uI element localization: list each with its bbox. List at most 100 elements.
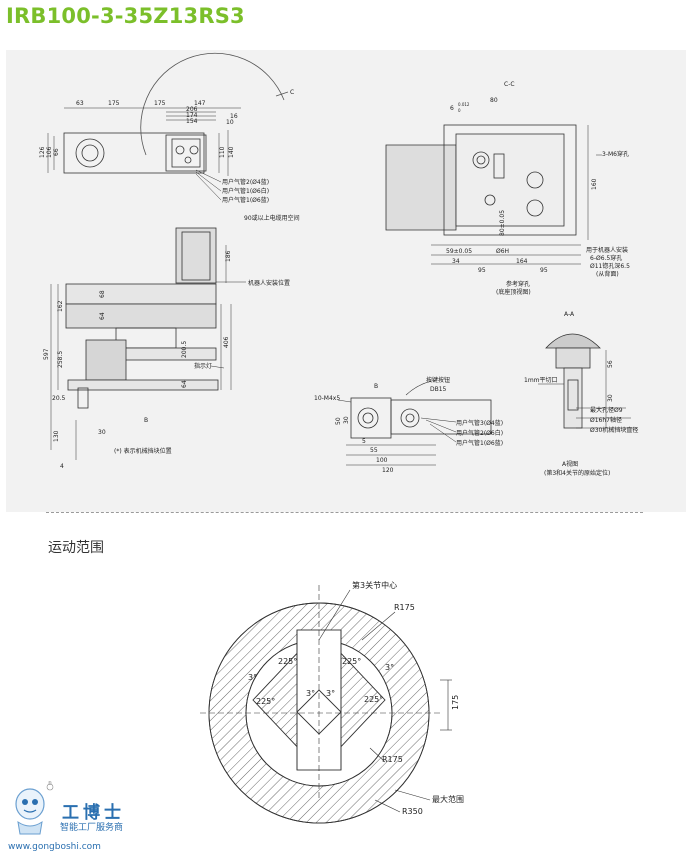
side-view — [50, 227, 246, 460]
base-dim-80: 80 — [490, 97, 498, 104]
angle-e: 3° — [306, 689, 315, 698]
mount-label: 机器人安装位置 — [248, 279, 290, 287]
side-dim-258: 258.5 — [57, 351, 64, 368]
base-dim-160: 160 — [591, 178, 598, 190]
top-dim-174: 174 — [186, 112, 198, 119]
logo-name: 工博士 — [62, 803, 125, 823]
flange-dim-30: 30 — [607, 394, 614, 402]
angle-f: 3° — [326, 689, 335, 698]
base-dim-34: 34 — [452, 258, 460, 265]
b-pipe-1: 用户气管1(Ø6蓝) — [456, 439, 503, 447]
base-view-label: C-C — [504, 81, 515, 88]
b-view — [337, 379, 492, 466]
logo-url: www.gongboshi.com — [8, 842, 101, 852]
top-dim-16: 16 — [230, 113, 238, 120]
b-screw: 10-M4x5 — [314, 395, 340, 402]
b-pipe-3: 用户气管3(Ø4蓝) — [456, 419, 503, 427]
install-note-3: Ø11锪孔深6.5 — [590, 262, 630, 270]
angle-b: 225° — [342, 657, 361, 666]
angle-c: 3° — [248, 673, 257, 682]
cable-space-note: 90或以上电缆用空间 — [244, 214, 300, 222]
b-view-label: B — [374, 383, 378, 390]
flange-dim-56: 56 — [607, 360, 614, 368]
top-dim-175a: 175 — [108, 100, 120, 107]
drawing-sheet: 63 175 175 147 206 174 154 16 10 126 106… — [6, 50, 686, 512]
b-dim-100: 100 — [376, 457, 388, 464]
side-dim-406: 406 — [223, 336, 230, 348]
base-dim-164: 164 — [516, 258, 528, 265]
side-dim-200: 200.5 — [181, 341, 188, 358]
top-view — [47, 52, 289, 201]
stopper-note: (*) 表示机械挡块位置 — [114, 447, 172, 455]
side-dim-162: 162 — [57, 300, 64, 312]
flange-note-1: 最大孔径Ø9 — [590, 406, 623, 414]
r350-label: R350 — [402, 807, 423, 816]
side-dim-30: 30 — [98, 429, 106, 436]
side-dim-186: 186 — [225, 250, 232, 262]
workspace-diagram — [200, 585, 452, 824]
lamp-label: 指示灯 — [194, 362, 212, 370]
section-divider — [46, 512, 643, 513]
section-title: 运动范围 — [48, 540, 104, 556]
top-dim-206: 206 — [186, 106, 198, 113]
workspace-svg: 第3关节中心 R175 R175 R350 最大范围 225° 225° 3° … — [200, 580, 464, 824]
top-dim-10: 10 — [226, 119, 234, 126]
base-view — [385, 124, 602, 265]
top-dim-126: 126 — [39, 146, 46, 158]
view-b-marker: B — [144, 417, 148, 424]
b-dim-50: 50 — [335, 417, 342, 425]
ref-hole-2: (底座顶视图) — [496, 288, 531, 296]
pipe-label-2: 用户气管1(Ø6白) — [222, 187, 269, 195]
mascot-head-icon — [15, 788, 45, 820]
b-dim-55: 55 — [370, 447, 378, 454]
pipe-label-3: 用户气管1(Ø6蓝) — [222, 196, 269, 204]
top-dim-106: 106 — [46, 146, 53, 158]
logo-slogan: 智能工厂服务商 — [60, 823, 124, 833]
r175-label-a: R175 — [394, 603, 415, 612]
dim-175: 175 — [451, 695, 460, 710]
max-range-label: 最大范围 — [432, 794, 464, 804]
side-dim-597: 597 — [43, 348, 50, 360]
flange-view-label: A-A — [564, 311, 575, 318]
flange-view — [538, 333, 636, 429]
top-dim-147: 147 — [194, 100, 206, 107]
angle-a: 225° — [278, 657, 297, 666]
b-dim-5: 5 — [362, 438, 366, 445]
hole-6h-label: Ø6H — [496, 248, 509, 255]
flange-caption-2: (第3和4关节的原始定位) — [544, 469, 610, 477]
base-dim-59: 59±0.05 — [446, 248, 472, 255]
flange-note-3: Ø30机械挡块直径 — [590, 426, 638, 434]
pipe-label-1: 用户气管2(Ø4蓝) — [222, 178, 269, 186]
side-dim-68: 68 — [99, 290, 106, 298]
top-dim-63: 63 — [76, 100, 84, 107]
side-dim-64: 64 — [99, 312, 106, 320]
joint3-center-label: 第3关节中心 — [352, 580, 397, 590]
top-dim-66: 66 — [53, 148, 60, 156]
view-c-label: C — [290, 89, 294, 96]
install-note-4: (从背面) — [596, 270, 619, 278]
b-dim-120: 120 — [382, 467, 394, 474]
b-db15: DB15 — [430, 386, 447, 393]
top-dim-140: 140 — [228, 146, 235, 158]
ref-hole-1: 参考穿孔 — [506, 280, 530, 288]
side-dim-20: 20.5 — [52, 395, 66, 402]
base-dim-95b: 95 — [540, 267, 548, 274]
registered-mark: ® — [48, 781, 52, 787]
b-dim-30: 30 — [343, 416, 350, 424]
base-dim-95a: 95 — [478, 267, 486, 274]
page-title: IRB100-3-35Z13RS3 — [6, 4, 245, 28]
angle-d: 3° — [385, 663, 394, 672]
holes-label: 3-M6穿孔 — [602, 150, 629, 158]
b-button: 按键按钮 — [426, 376, 450, 384]
r175-label-b: R175 — [382, 755, 403, 764]
install-note-2: 6-Ø6.5穿孔 — [590, 254, 622, 262]
flat-label: 1mm平切口 — [524, 377, 558, 384]
top-dim-154: 154 — [186, 118, 198, 125]
angle-g: 225° — [256, 697, 275, 706]
side-dim-64b: 64 — [181, 380, 188, 388]
base-dim-tol: 0.012 — [458, 102, 470, 107]
drawings-svg: 63 175 175 147 206 174 154 16 10 126 106… — [39, 52, 638, 477]
angle-h: 225° — [364, 695, 383, 704]
top-dim-110: 110 — [219, 146, 226, 158]
install-note-1: 用于机器人安装 — [586, 246, 628, 254]
